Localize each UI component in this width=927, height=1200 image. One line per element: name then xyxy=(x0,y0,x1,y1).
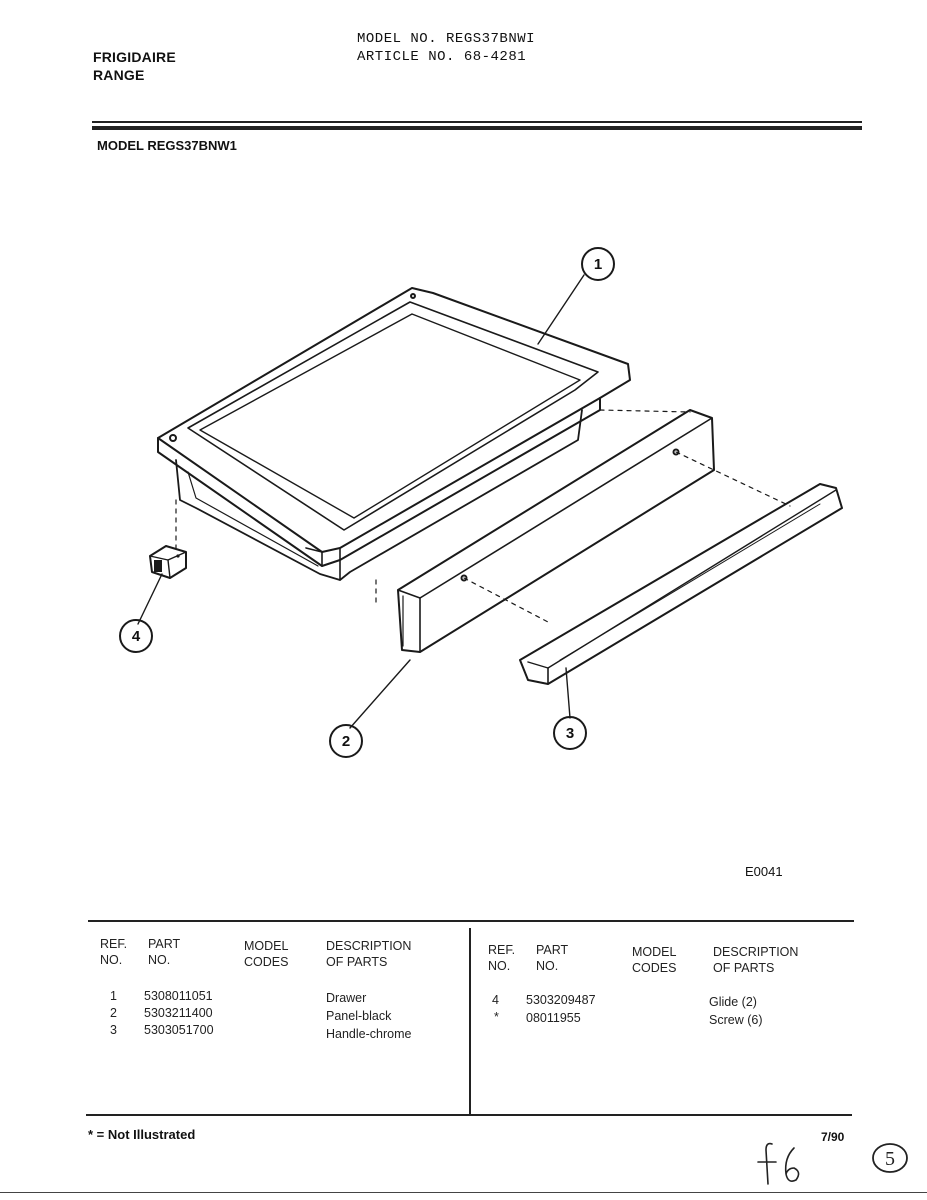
table-row: Screw (6) xyxy=(709,1012,762,1028)
row-ref: 4 xyxy=(492,993,499,1007)
article-number: ARTICLE NO. 68-4281 xyxy=(357,49,527,65)
table-row: 5308011051 xyxy=(144,988,213,1004)
header-rule-thick xyxy=(92,126,862,130)
row-description: Handle-chrome xyxy=(326,1027,412,1041)
table-row: 4 xyxy=(492,992,499,1008)
table-bottom-rule xyxy=(86,1114,852,1116)
table-row: * xyxy=(494,1009,499,1025)
handle-illustration xyxy=(519,483,843,685)
row-ref: 3 xyxy=(110,1023,117,1037)
handwritten-note-text: f6 xyxy=(752,1136,753,1137)
product-type: RANGE xyxy=(93,67,145,83)
revision-date: 7/90 xyxy=(821,1130,845,1144)
table-row: 5303209487 xyxy=(526,992,596,1008)
header-model-right: MODEL CODES xyxy=(632,945,677,975)
header-desc-right: DESCRIPTION OF PARTS xyxy=(713,945,799,975)
callout-circle-3 xyxy=(553,716,587,750)
glide-illustration xyxy=(149,545,187,579)
leader-lines xyxy=(137,274,585,729)
table-row: Panel-black xyxy=(326,1008,391,1024)
callout-label-3: 3 xyxy=(566,725,574,742)
header-rule-thin xyxy=(92,121,862,123)
model-number: MODEL NO. REGS37BNWI xyxy=(357,31,536,47)
table-top-rule-left xyxy=(88,920,854,922)
table-row: Glide (2) xyxy=(709,994,757,1010)
model-article-block: MODEL NO. REGS37BNWI ARTICLE NO. 68-4281 xyxy=(357,30,535,66)
circled-page-number: 5 xyxy=(872,1143,908,1173)
header-ref-left: REF. NO. xyxy=(100,937,128,967)
table-row: 1 xyxy=(110,988,117,1004)
callout-label-1: 1 xyxy=(594,256,602,273)
table-row: 3 xyxy=(110,1022,117,1038)
row-description: Glide (2) xyxy=(709,995,757,1009)
row-part-number: 5303211400 xyxy=(144,1006,213,1020)
page-number-text: 5 xyxy=(885,1148,895,1170)
row-ref: 1 xyxy=(110,989,117,1003)
row-part-number: 08011955 xyxy=(526,1011,581,1025)
header-model-left: MODEL CODES xyxy=(244,939,289,969)
table-row: 5303051700 xyxy=(144,1022,214,1038)
header-part-left: PART NO. xyxy=(148,937,181,967)
callout-label-4: 4 xyxy=(132,628,141,645)
callout-circle-4 xyxy=(119,619,153,653)
table-row: 2 xyxy=(110,1005,117,1021)
row-ref: * xyxy=(494,1010,499,1024)
row-ref: 2 xyxy=(110,1006,117,1020)
panel-illustration xyxy=(397,409,715,653)
callout-label-2: 2 xyxy=(342,733,350,750)
row-part-number: 5308011051 xyxy=(144,989,213,1003)
brand-name: FRIGIDAIRE xyxy=(93,49,176,65)
header-part-right: PART NO. xyxy=(536,943,569,973)
row-part-number: 5303051700 xyxy=(144,1023,214,1037)
table-column-divider xyxy=(469,928,471,1116)
table-row: 08011955 xyxy=(526,1010,581,1026)
handwritten-note: f6 xyxy=(752,1136,800,1185)
header-desc-left: DESCRIPTION OF PARTS xyxy=(326,939,412,969)
row-description: Drawer xyxy=(326,991,367,1005)
row-description: Panel-black xyxy=(326,1009,392,1023)
callout-circle-1 xyxy=(581,247,615,281)
table-row: Drawer xyxy=(326,990,366,1006)
row-description: Screw (6) xyxy=(709,1013,763,1027)
footnote: * = Not Illustrated xyxy=(88,1127,196,1142)
table-row: 5303211400 xyxy=(144,1005,213,1021)
parts-diagram: 1 2 3 4 xyxy=(119,247,843,758)
table-row: Handle-chrome xyxy=(326,1026,411,1042)
assembly-lines xyxy=(175,409,791,623)
callout-circle-2 xyxy=(329,724,363,758)
drawing-code: E0041 xyxy=(745,864,783,879)
header-ref-right: REF. NO. xyxy=(488,943,516,973)
page-bottom-rule xyxy=(0,1192,927,1193)
drawer-illustration xyxy=(157,287,631,581)
brand-block: FRIGIDAIRE RANGE xyxy=(93,48,176,84)
section-title: MODEL REGS37BNW1 xyxy=(97,138,237,153)
row-part-number: 5303209487 xyxy=(526,993,596,1007)
